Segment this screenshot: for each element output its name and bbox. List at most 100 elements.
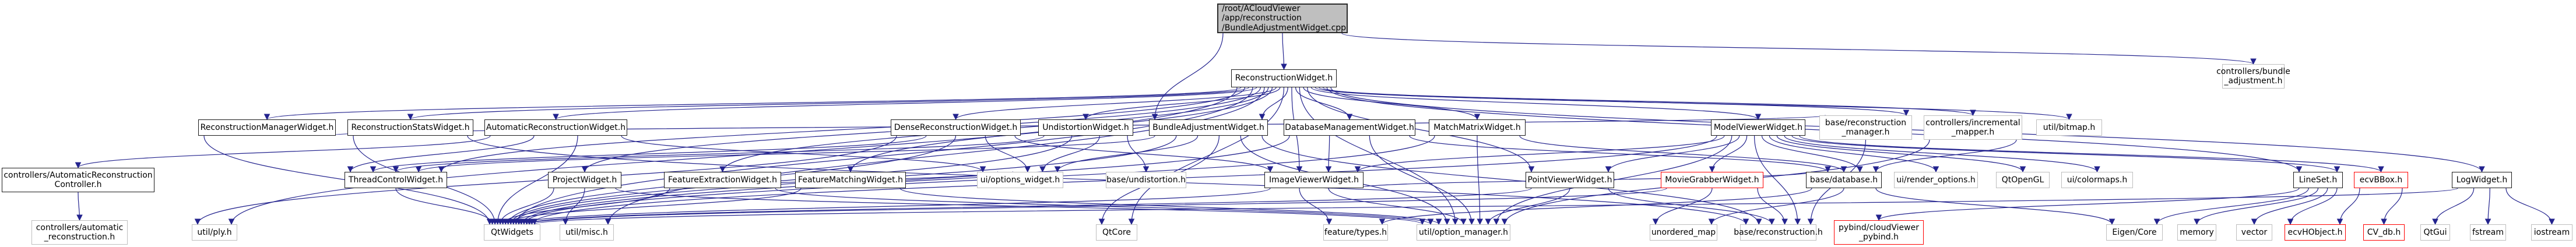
node-unordered-map[interactable]: unordered_map [1650,224,1717,241]
node-root: /root/ACloudViewer /app/reconstruction /… [1217,3,1348,33]
edge-reconstruction_widget-to-thread_ctrl_w [438,87,1246,173]
edge-model_viewer_w-to-qtopengl [1776,135,2026,173]
node-reconstruction-h[interactable]: base/reconstruction.h [1734,224,1823,241]
node-thread-ctrl-w[interactable]: ThreadControlWidget.h [345,172,447,188]
edge-lineset-to-pybind [1875,188,2300,221]
edge-auto_recon_w-to-options_w [621,135,986,173]
edge-undistortion_w-to-options_w [1039,135,1100,173]
node-option-manager[interactable]: util/option_manager.h [1417,224,1510,241]
node-undistortion-w[interactable]: UndistortionWidget.h [1038,119,1133,136]
node-feat-extract-w[interactable]: FeatureExtractionWidget.h [664,172,781,188]
edge-database_h-to-feature_types [1379,188,1812,225]
edge-bundle_adjustment_w-to-thread_ctrl_w [416,135,1155,173]
edge-model_viewer_w-to-image_viewer_w [1354,135,1725,173]
node-colormaps[interactable]: ui/colormaps.h [2061,172,2133,188]
node-fstream[interactable]: fstream [2470,224,2506,241]
edge-log_w-to-fstream [2484,188,2491,225]
edge-log_w-to-iostream [2505,188,2555,225]
edge-reconstruction_widget-to-recon_stats_w [407,87,1249,121]
node-incr-mapper[interactable]: controllers/incremental _mapper.h [1924,115,2022,140]
edge-database_h-to-unordered_map [1708,188,1844,225]
edge-image_viewer_w-to-feature_types [1299,188,1333,225]
node-qtgui[interactable]: QtGui [2420,224,2450,241]
edge-point_viewer_w-to-qtwidgets [523,188,1532,225]
node-feat-match-w[interactable]: FeatureMatchingWidget.h [795,172,906,188]
edge-undistortion_w-to-thread_ctrl_w [392,135,1045,173]
node-cvdb[interactable]: CV_db.h [2363,224,2405,241]
node-ply[interactable]: util/ply.h [192,224,237,241]
edge-reconstruction_widget-to-dense_recon_w [953,87,1277,121]
edge-movie_grabber_w-to-unordered_map [1652,188,1713,225]
node-qtcore[interactable]: QtCore [1096,224,1137,241]
node-auto-recon-w[interactable]: AutomaticReconstructionWidget.h [484,119,627,136]
edge-image_viewer_w-to-qtwidgets [515,188,1271,225]
edge-dense_recon_w-to-image_viewer_w [1014,135,1274,173]
edge-model_viewer_w-to-render_options [1769,135,1939,173]
node-render-options[interactable]: ui/render_options.h [1894,172,1978,188]
node-iostream[interactable]: iostream [2531,224,2573,241]
node-log-w[interactable]: LogWidget.h [2452,172,2512,188]
edge-log_w-to-qtwidgets [532,188,2458,225]
edge-reconstruction_widget-to-match_matrix_w [1303,87,1481,121]
node-vector[interactable]: vector [2236,224,2272,241]
node-pybind[interactable]: pybind/cloudViewer _pybind.h [1834,220,1924,245]
node-recon-mgr-w[interactable]: ReconstructionManagerWidget.h [198,119,336,136]
node-point-viewer-w[interactable]: PointViewerWidget.h [1526,172,1614,188]
node-db-mgmt-w[interactable]: DatabaseManagementWidget.h [1284,119,1415,136]
node-feature-types[interactable]: feature/types.h [1323,224,1388,241]
node-model-viewer-w[interactable]: ModelViewerWidget.h [1711,119,1805,136]
node-ecvhobject[interactable]: ecvHObject.h [2285,224,2346,241]
edge-ecvbbox-to-ecvhobject [2336,188,2360,225]
node-lineset[interactable]: LineSet.h [2293,172,2343,188]
edge-match_matrix_w-to-database_h [1519,135,1847,173]
edge-dense_recon_w-to-ply [194,135,897,225]
edge-root-to-bundle_adjustment_w [1151,33,1224,121]
node-auto-recon-ctrl[interactable]: controllers/AutomaticReconstruction Cont… [2,168,154,192]
edge-reconstruction_widget-to-db_mgmt_w [1295,87,1353,121]
node-movie-grabber-w[interactable]: MovieGrabberWidget.h [1661,172,1763,188]
node-memory[interactable]: memory [2177,224,2216,241]
node-bundle-adjustment-w[interactable]: BundleAdjustmentWidget.h [1149,119,1268,136]
edge-reconstruction_widget-to-ply [228,87,1238,225]
edge-model_viewer_w-to-reconstruction_h [1753,135,1801,225]
edge-undistortion_w-to-qtwidgets [507,135,1073,225]
edge-reconstruction_widget-to-bitmap [1322,87,2072,121]
edge-reconstruction_widget-to-point_viewer_w [1307,87,1535,173]
node-image-viewer-w[interactable]: ImageViewerWidget.h [1264,172,1363,188]
node-match-matrix-w[interactable]: MatchMatrixWidget.h [1429,119,1526,136]
edge-model_viewer_w-to-point_viewer_w [1605,135,1740,173]
edge-reconstruction_widget-to-incr_mapper [1319,87,1976,117]
node-recon-mgr-h[interactable]: base/reconstruction _manager.h [1819,115,1912,140]
edge-database_h-to-eigen [1875,188,2115,225]
edge-project_w-to-misc [562,188,585,225]
edge-auto_recon_w-to-qtwidgets [494,135,578,225]
edge-bundle_adjustment_w-to-reconstruction_h [1261,135,1762,225]
node-eigen[interactable]: Eigen/Core [2106,224,2163,241]
edge-bundle_adjustment_w-to-options_w [1054,135,1199,173]
node-recon-stats-w[interactable]: ReconstructionStatsWidget.h [347,119,473,136]
edge-auto_recon_w-to-auto_recon_ctrl [75,135,491,169]
node-bitmap[interactable]: util/bitmap.h [2036,119,2102,136]
edge-reconstruction_widget-to-lineset [1326,87,2303,173]
edge-movie_grabber_w-to-reconstruction_h [1757,188,1788,225]
node-dense-recon-w[interactable]: DenseReconstructionWidget.h [891,119,1021,136]
edge-db_mgmt_w-to-option_manager [1369,135,1475,225]
node-qtwidgets[interactable]: QtWidgets [484,224,540,241]
node-ecvbbox[interactable]: ecvBBox.h [2354,172,2408,188]
node-qtopengl[interactable]: QtOpenGL [1996,172,2050,188]
edge-db_mgmt_w-to-database_h [1409,135,1831,173]
node-auto-recon-h[interactable]: controllers/automatic _reconstruction.h [31,220,128,245]
edge-point_viewer_w-to-reconstruction_h [1608,188,1775,225]
node-undistortion-h[interactable]: base/undistortion.h [1106,172,1186,188]
edge-image_viewer_w-to-option_manager [1328,188,1467,225]
edge-reconstruction_widget-to-auto_recon_w [553,87,1257,121]
node-database-h[interactable]: base/database.h [1806,172,1882,188]
node-bundle-adjustment-ctrl[interactable]: controllers/bundle _adjustment.h [2216,64,2290,89]
node-project-w[interactable]: ProjectWidget.h [548,172,621,188]
edge-thread_ctrl_w-to-qtwidgets [395,188,495,225]
edge-reconstruction_widget-to-model_viewer_w [1310,87,1762,121]
node-options-w[interactable]: ui/options_widget.h [977,172,1063,188]
node-reconstruction-widget[interactable]: ReconstructionWidget.h [1231,69,1337,87]
node-misc[interactable]: util/misc.h [560,224,614,241]
